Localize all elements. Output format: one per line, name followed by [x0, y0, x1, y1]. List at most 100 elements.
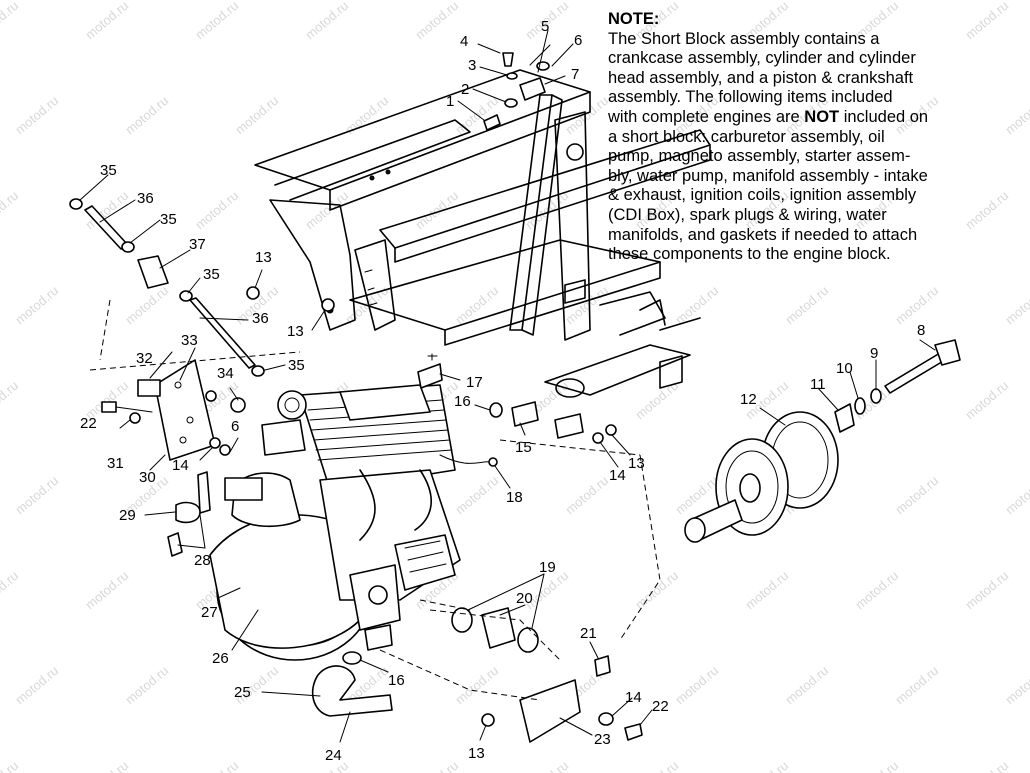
leader-lines	[79, 29, 936, 743]
part-callout-7: 7	[571, 66, 579, 83]
note-line: a short block: carburetor assembly, oil	[608, 127, 885, 146]
part-callout-25: 25	[234, 684, 251, 701]
watermark-text: motod.ru	[1002, 473, 1030, 517]
watermark-text: motod.ru	[562, 283, 611, 327]
part-callout-23: 23	[594, 731, 611, 748]
watermark-text: motod.ru	[82, 758, 131, 773]
part-callout-22: 22	[652, 698, 669, 715]
part-callout-26: 26	[212, 650, 229, 667]
part-callout-32: 32	[136, 350, 153, 367]
part-callout-29: 29	[119, 507, 136, 524]
watermark-text: motod.ru	[1002, 283, 1030, 327]
watermark-text: motod.ru	[742, 758, 791, 773]
note-line: bly, water pump, manifold assembly - int…	[608, 166, 928, 185]
part-callout-16: 16	[388, 672, 405, 689]
watermark-text: motod.ru	[852, 758, 901, 773]
part-callout-13: 13	[468, 745, 485, 762]
part-callout-35: 35	[160, 211, 177, 228]
part-callout-27: 27	[201, 604, 218, 621]
part-callout-11: 11	[810, 376, 826, 393]
watermark-text: motod.ru	[192, 758, 241, 773]
part-callout-36: 36	[252, 310, 269, 327]
note-line: manifolds, and gaskets if needed to atta…	[608, 225, 918, 244]
note-emphasis-word: NOT	[804, 107, 840, 126]
part-callout-21: 21	[580, 625, 597, 642]
watermark-text: motod.ru	[0, 378, 21, 422]
watermark-text: motod.ru	[522, 758, 571, 773]
watermark-text: motod.ru	[82, 568, 131, 612]
watermark-text: motod.ru	[192, 188, 241, 232]
watermark-text: motod.ru	[192, 0, 241, 42]
watermark-text: motod.ru	[0, 0, 21, 42]
part-callout-20: 20	[516, 590, 533, 607]
watermark-text: motod.ru	[302, 0, 351, 42]
note-line: these components to the engine block.	[608, 245, 891, 264]
part-callout-10: 10	[836, 360, 853, 377]
note-line: pump, magneto assembly, starter assem-	[608, 147, 911, 166]
part-callout-28: 28	[194, 552, 211, 569]
part-callout-1: 1	[446, 93, 454, 110]
part-callout-6: 6	[574, 32, 582, 49]
watermark-text: motod.ru	[742, 568, 791, 612]
note-line-emphasis: with complete engines are NOT included o…	[608, 107, 929, 126]
note-line: (CDI Box), spark plugs & wiring, water	[608, 205, 887, 224]
part-callout-18: 18	[506, 489, 523, 506]
watermark-text: motod.ru	[892, 663, 941, 707]
part-callout-12: 12	[740, 391, 757, 408]
watermark-text: motod.ru	[412, 0, 461, 42]
watermark-text: motod.ru	[632, 758, 681, 773]
watermark-text: motod.ru	[1002, 663, 1030, 707]
part-callout-22: 22	[80, 415, 97, 432]
part-callout-2: 2	[461, 81, 469, 98]
watermark-text: motod.ru	[962, 568, 1011, 612]
watermark-text: motod.ru	[412, 188, 461, 232]
watermark-text: motod.ru	[452, 473, 501, 517]
part-callout-24: 24	[325, 747, 342, 764]
part-callout-35: 35	[203, 266, 220, 283]
watermark-text: motod.ru	[12, 663, 61, 707]
note-line: The Short Block assembly contains a	[608, 29, 880, 48]
part-callout-14: 14	[172, 457, 189, 474]
part-callout-6: 6	[231, 418, 239, 435]
part-callout-4: 4	[460, 33, 468, 50]
note-line: head assembly, and a piston & crankshaft	[608, 68, 914, 87]
part-callout-19: 19	[539, 559, 556, 576]
part-callout-8: 8	[917, 322, 925, 339]
part-callout-14: 14	[609, 467, 626, 484]
watermark-text: motod.ru	[962, 378, 1011, 422]
watermark-text: motod.ru	[122, 663, 171, 707]
note-line: crankcase assembly, cylinder and cylinde…	[608, 49, 916, 68]
note-box: NOTE: The Short Block assembly contains …	[608, 10, 1008, 265]
note-line: assembly. The following items included	[608, 88, 893, 107]
engine-assembly	[209, 384, 498, 661]
part-callout-30: 30	[139, 469, 156, 486]
note-title: NOTE:	[608, 10, 660, 28]
part-callout-17: 17	[466, 374, 483, 391]
watermark-text: motod.ru	[782, 663, 831, 707]
watermark-text: motod.ru	[782, 283, 831, 327]
watermark-text: motod.ru	[232, 93, 281, 137]
watermark-text: motod.ru	[0, 188, 21, 232]
part-callout-36: 36	[137, 190, 154, 207]
watermark-text: motod.ru	[82, 0, 131, 42]
part-callout-35: 35	[100, 162, 117, 179]
part-callout-33: 33	[181, 332, 198, 349]
part-callout-9: 9	[870, 345, 878, 362]
part-callout-16: 16	[454, 393, 471, 410]
watermark-text: motod.ru	[962, 758, 1011, 773]
part-callout-37: 37	[189, 236, 206, 253]
frame-assembly	[254, 69, 711, 398]
watermark-text: motod.ru	[12, 93, 61, 137]
watermark-text: motod.ru	[122, 93, 171, 137]
part-callout-35: 35	[288, 357, 305, 374]
part-callout-3: 3	[468, 57, 476, 74]
watermark-text: motod.ru	[452, 663, 501, 707]
watermark-text: motod.ru	[632, 568, 681, 612]
watermark-text: motod.ru	[852, 568, 901, 612]
watermark-text: motod.ru	[0, 758, 21, 773]
part-callout-5: 5	[541, 18, 549, 35]
part-callout-13: 13	[255, 249, 272, 266]
watermark-text: motod.ru	[562, 473, 611, 517]
part-callout-14: 14	[625, 689, 642, 706]
